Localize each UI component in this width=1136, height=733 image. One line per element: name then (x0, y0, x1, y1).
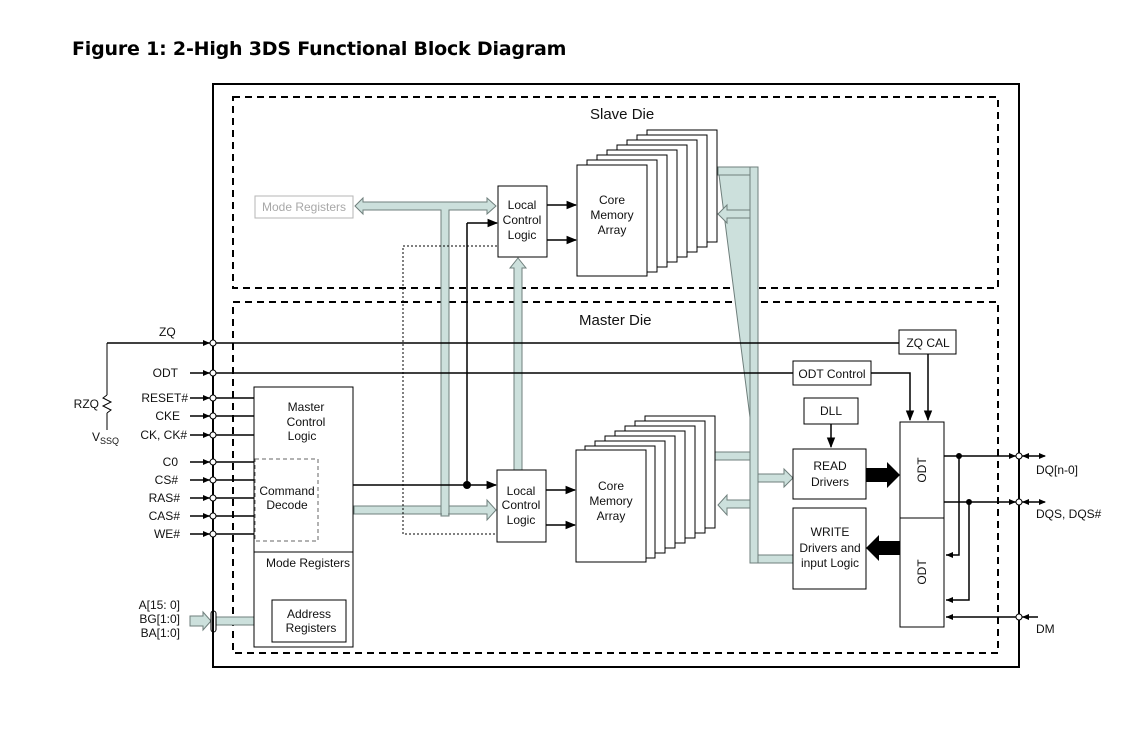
slave-core-memory-label-3: Array (598, 223, 627, 237)
signal-zq-label: ZQ (159, 325, 176, 339)
master-core-memory-label-3: Array (597, 509, 626, 523)
dq-junction-dot (956, 453, 962, 459)
address-input-bus (189, 610, 212, 632)
inter-die-control-bus (508, 257, 528, 471)
master-core-memory-label-1: Core (598, 479, 624, 493)
signal-reset-label: RESET# (141, 391, 188, 405)
master-control-logic-label-1: Master (288, 400, 325, 414)
left-pin-circles (209, 339, 217, 538)
odt-control-label: ODT Control (798, 367, 865, 381)
signal-cs-label: CS# (155, 473, 179, 487)
command-decode-box (254, 458, 319, 542)
rzq-resistor-icon (101, 394, 113, 414)
odt-upper-label: ODT (915, 457, 929, 483)
slave-memory-array-stack (576, 129, 718, 277)
signal-ck-label: CK, CK# (140, 428, 187, 442)
read-drivers-data-in (757, 467, 794, 489)
slave-die-region (232, 96, 999, 289)
master-control-logic-label-2: Control (287, 415, 326, 429)
write-drivers-label-2: Drivers and (799, 541, 860, 555)
zq-cal-box (898, 329, 957, 355)
address-label-1: A[15: 0] (139, 598, 180, 612)
slave-local-control-logic-label-2: Control (503, 213, 542, 227)
address-registers-label-1: Address (287, 607, 331, 621)
dqs-junction-dot (966, 499, 972, 505)
slave-core-memory-label-2: Memory (590, 208, 633, 222)
slave-core-memory-label-1: Core (599, 193, 625, 207)
signal-ras-label: RAS# (149, 491, 181, 505)
right-signal-lines (944, 455, 1045, 618)
read-drivers-box (792, 448, 867, 500)
slave-mode-registers-label: Mode Registers (262, 200, 346, 214)
master-local-control-logic-box (496, 469, 547, 543)
read-drivers-label-2: Drivers (811, 475, 849, 489)
slave-local-control-logic-label-1: Local (508, 198, 537, 212)
master-local-control-logic-label-1: Local (507, 484, 536, 498)
slave-local-control-logic-label-3: Logic (508, 228, 537, 242)
signal-dqs-label: DQS, DQS# (1036, 507, 1102, 521)
vssq-label: VSSQ (92, 430, 119, 446)
master-mode-registers-label: Mode Registers (266, 556, 350, 570)
master-array-data-in (717, 493, 751, 517)
dotted-control-link (402, 245, 497, 535)
master-local-control-logic-label-3: Logic (507, 513, 536, 527)
signal-dm-label: DM (1036, 622, 1055, 636)
write-drivers-box (792, 507, 867, 590)
signal-odt-label: ODT (153, 366, 179, 380)
signal-dq-label: DQ[n-0] (1036, 463, 1078, 477)
master-die-label: Master Die (579, 312, 652, 329)
master-command-bus (353, 498, 497, 522)
command-decode-label-1: Command (259, 484, 314, 498)
command-junction-dot (463, 481, 471, 489)
master-control-logic-label-3: Logic (288, 429, 317, 443)
zq-cal-label: ZQ CAL (906, 336, 950, 350)
rzq-label: RZQ (74, 397, 99, 411)
figure-title: Figure 1: 2-High 3DS Functional Block Di… (72, 38, 567, 60)
signal-cas-label: CAS# (149, 509, 181, 523)
slave-array-data-in (717, 203, 751, 225)
address-registers-box (271, 599, 347, 643)
address-label-2: BG[1:0] (139, 612, 180, 626)
command-decode-label-2: Decode (266, 498, 308, 512)
signal-we-label: WE# (154, 527, 180, 541)
odt-lower-label: ODT (915, 559, 929, 585)
master-die-region (232, 301, 999, 654)
odt-block (899, 421, 945, 628)
read-to-odt-arrow (866, 462, 900, 488)
slave-local-control-logic-box (497, 185, 548, 258)
left-signal-lines (190, 397, 254, 535)
slave-die-label: Slave Die (590, 106, 654, 123)
odt-control-to-odt (871, 372, 915, 422)
master-memory-array-stack (575, 415, 716, 563)
write-drivers-label-3: input Logic (801, 556, 859, 570)
master-core-memory-label-2: Memory (589, 494, 632, 508)
signal-cke-label: CKE (155, 409, 180, 423)
address-label-3: BA[1:0] (141, 626, 180, 640)
address-registers-label-2: Registers (286, 621, 337, 635)
right-pin-arrows (946, 453, 1046, 620)
master-array-data-out (713, 451, 751, 461)
signal-c0-label: C0 (163, 455, 179, 469)
dll-label: DLL (820, 404, 842, 418)
slave-mode-register-bus (354, 196, 497, 517)
right-pin-circles (1015, 452, 1023, 621)
read-drivers-label-1: READ (813, 459, 847, 473)
dll-box (803, 397, 859, 425)
master-local-control-logic-label-2: Control (502, 498, 541, 512)
write-drivers-label-1: WRITE (811, 525, 850, 539)
odt-to-write-arrow (866, 535, 900, 561)
left-pin-arrows (203, 340, 210, 537)
slave-mode-registers-box (254, 195, 354, 219)
